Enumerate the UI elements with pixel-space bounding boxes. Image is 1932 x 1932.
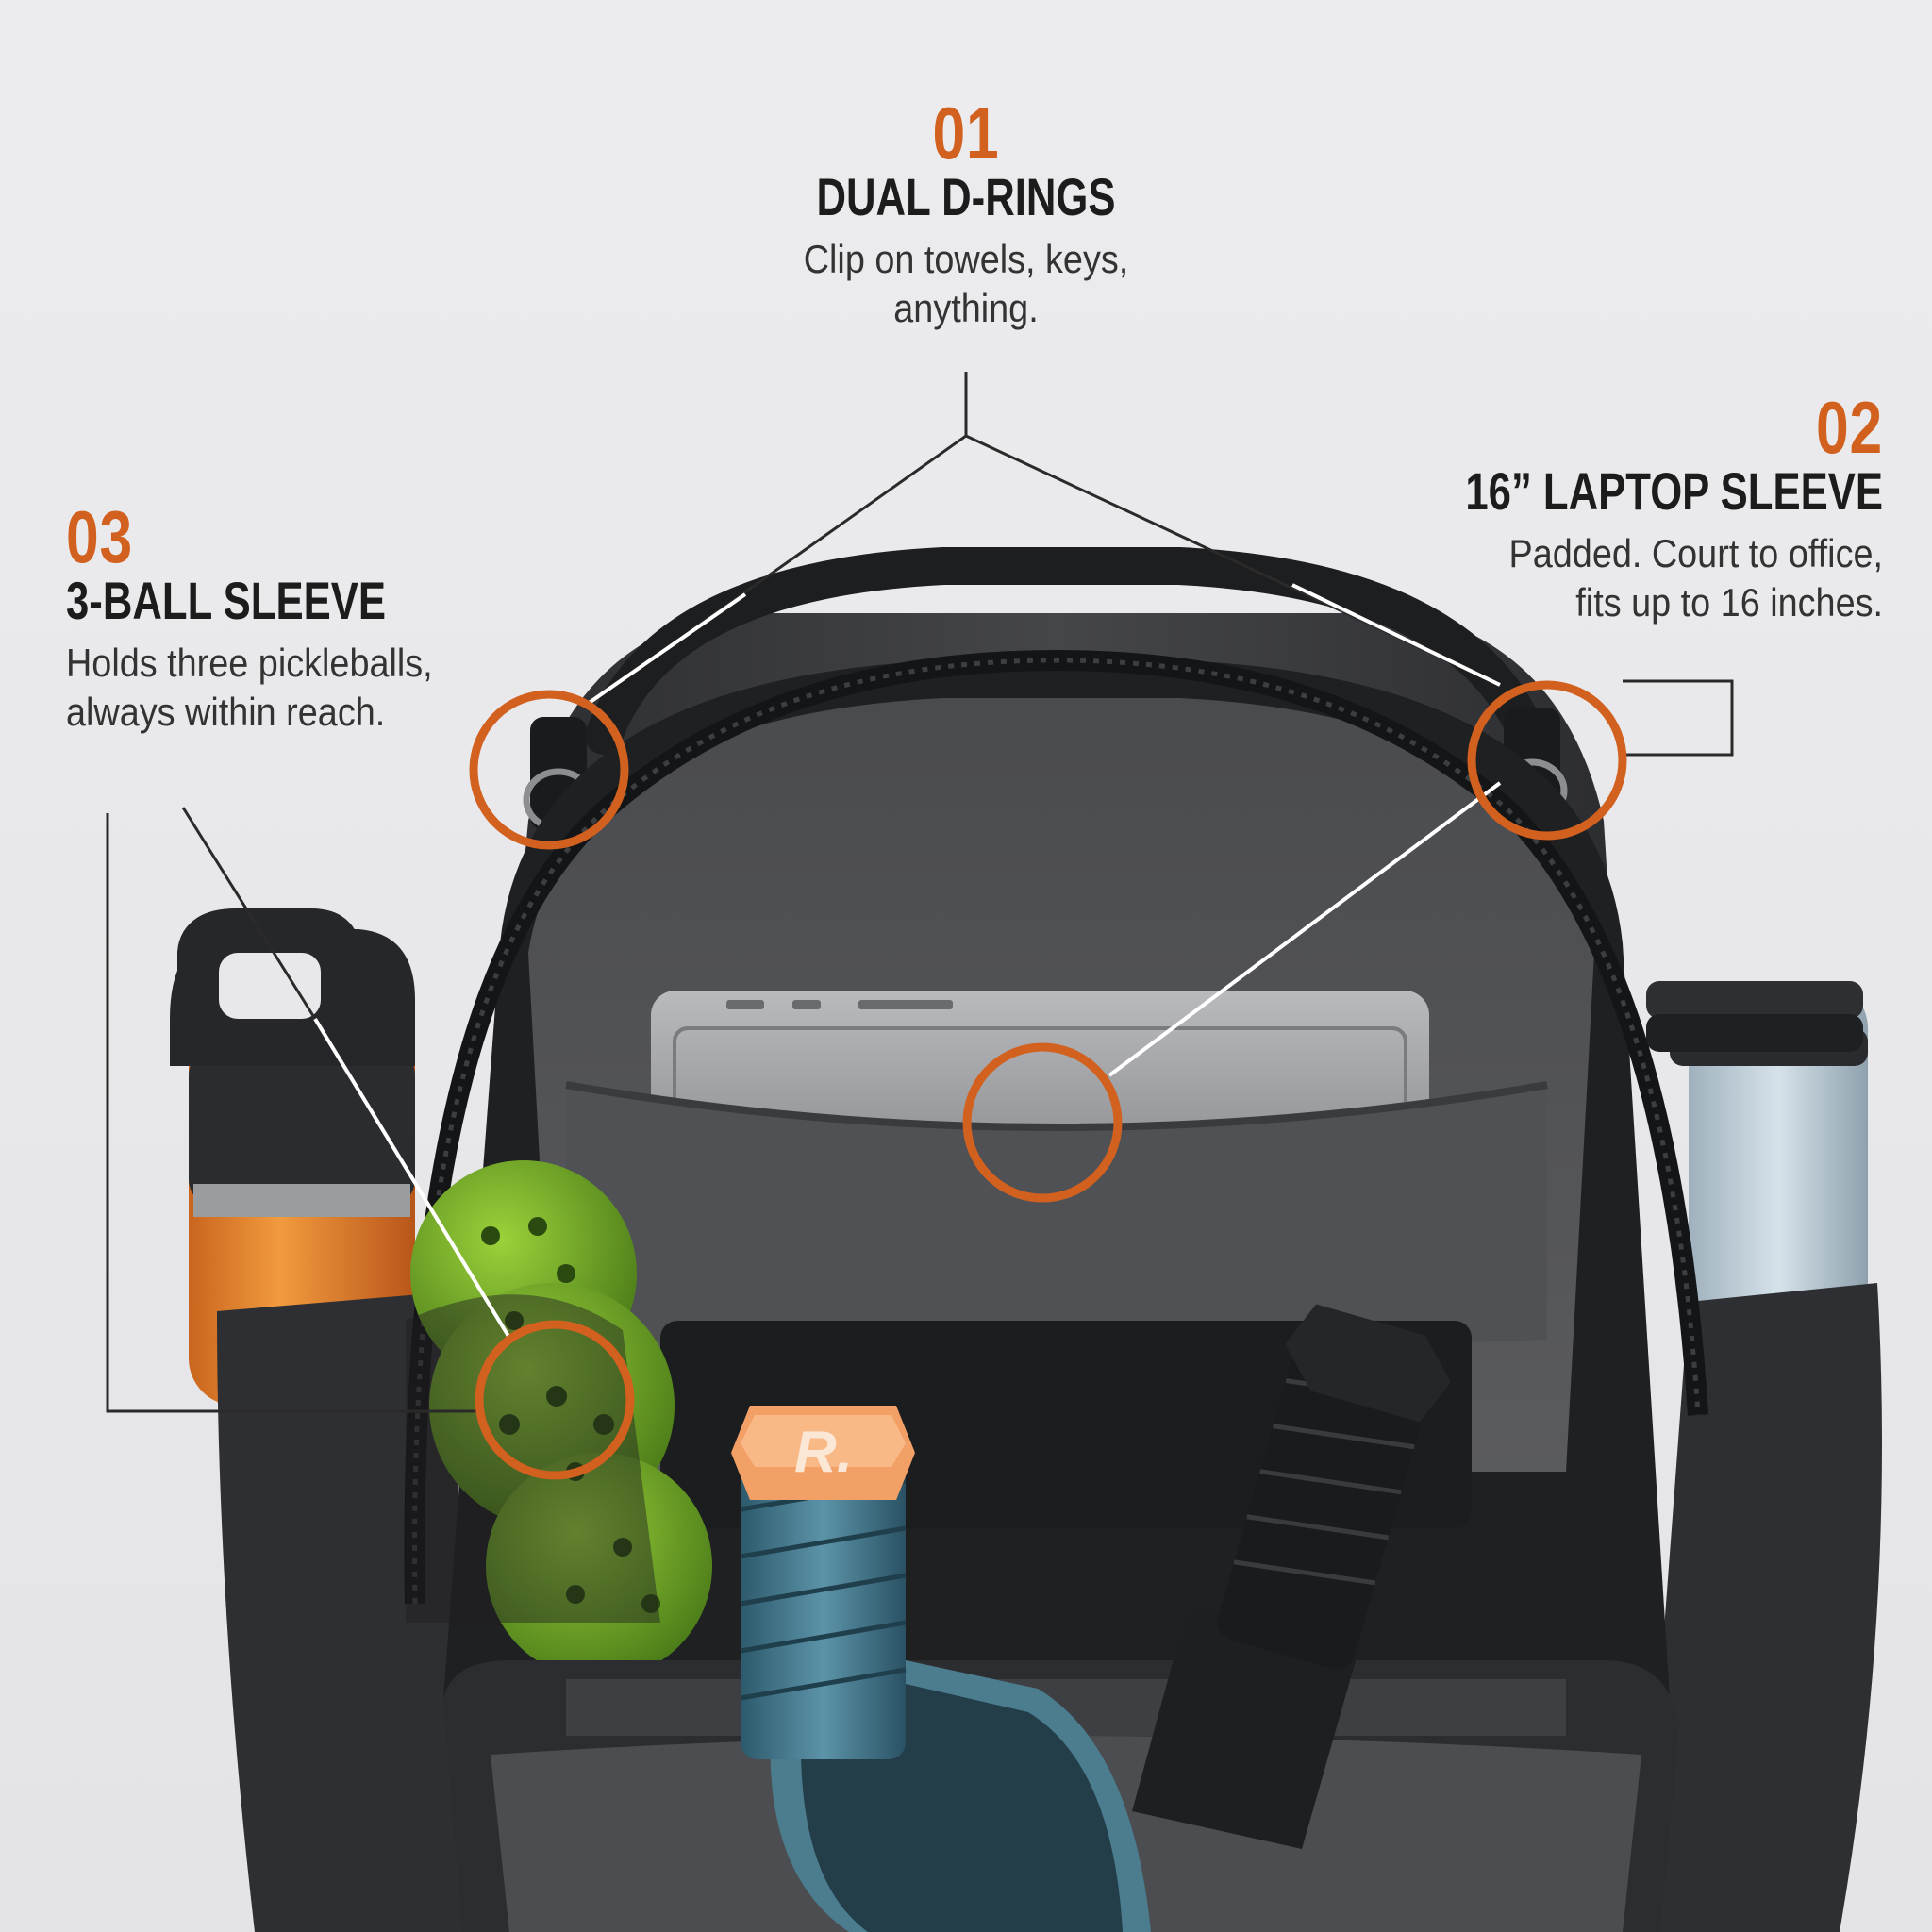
leader-line-01b-highlight [1291,583,1501,687]
callout-number: 02 [1815,386,1883,469]
laptop-sleeve-pocket [565,1081,1548,1349]
leader-line-02 [1623,679,1734,757]
leader-line-02-laptop [1108,781,1502,1077]
black-pickleball-paddle [1132,1304,1451,1849]
pickleballs [406,1160,712,1679]
callout-title: 16” LAPTOP SLEEVE [1465,461,1883,521]
highlight-circle-d-ring-right [1467,680,1627,841]
callout-laptop-sleeve: 02 16” LAPTOP SLEEVE Padded. Court to of… [1321,391,1883,628]
callout-description-line: Holds three pickleballs, [66,640,433,685]
blue-water-bottle [1646,981,1868,1377]
leader-line-03 [106,813,479,1413]
callout-description: Padded. Court to office, fits up to 16 i… [1377,529,1883,628]
callout-number: 01 [932,92,1000,175]
callout-description: Clip on towels, keys, anything. [711,235,1221,334]
callout-description-line: always within reach. [66,690,386,735]
callout-description: Holds three pickleballs, always within r… [66,639,541,738]
highlight-circle-laptop [962,1042,1123,1203]
callout-number: 03 [66,495,134,578]
leader-lines [106,372,1734,1413]
callout-description-line: Clip on towels, keys, [803,236,1129,281]
highlight-circles [469,680,1627,1480]
teal-pickleball-paddle [731,1406,1151,1932]
callout-description-line: anything. [893,286,1039,331]
callout-description-line: fits up to 16 inches. [1575,580,1883,625]
callout-ball-sleeve: 03 3-BALL SLEEVE Holds three pickleballs… [66,500,594,738]
highlight-circle-ball-sleeve [475,1320,635,1480]
paddle-cap-logo: R. [794,1420,853,1485]
highlight-circle-d-ring-left [469,690,629,850]
callout-title: DUAL D-RINGS [816,167,1116,226]
leader-line-03b-highlight [313,1017,511,1340]
callout-title: 3-BALL SLEEVE [66,571,386,630]
leader-line-03b [181,807,317,1020]
callout-description-line: Padded. Court to office, [1508,530,1883,575]
leader-line-01-highlight [583,592,747,708]
callout-dual-d-rings: 01 DUAL D-RINGS Clip on towels, keys, an… [683,96,1249,334]
